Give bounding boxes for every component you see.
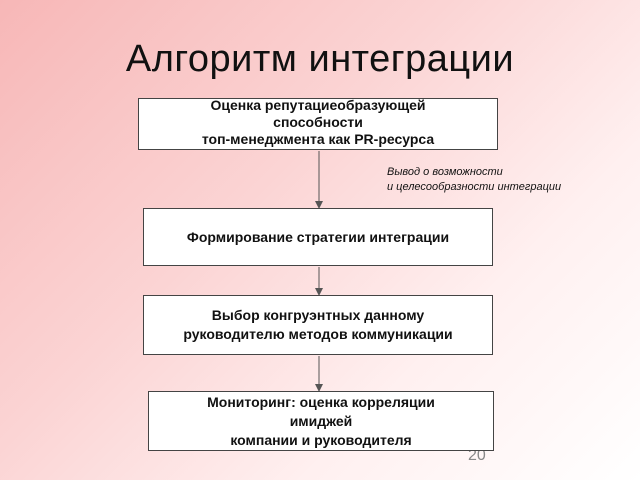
step-2-label: Формирование стратегии интеграции <box>186 229 450 245</box>
page-number: 20 <box>468 447 486 464</box>
step-communication-methods: Выбор конгруэнтных данному руководителю … <box>143 295 493 355</box>
slide-title: Алгоритм интеграции <box>125 38 515 80</box>
step-strategy-formation: Формирование стратегии интеграции <box>143 208 493 266</box>
step-4-label: Мониторинг: оценка корреляции имиджей ко… <box>207 393 435 448</box>
step-3-label: Выбор конгруэнтных данному руководителю … <box>183 307 453 342</box>
integration-conclusion-note: Вывод о возможности и целесообразности и… <box>387 166 562 193</box>
step-monitoring: Мониторинг: оценка корреляции имиджей ко… <box>148 391 494 451</box>
step-reputation-assessment: Оценка репутациеобразующей способности т… <box>138 98 498 150</box>
step-1-label: Оценка репутациеобразующей способности т… <box>201 98 435 147</box>
